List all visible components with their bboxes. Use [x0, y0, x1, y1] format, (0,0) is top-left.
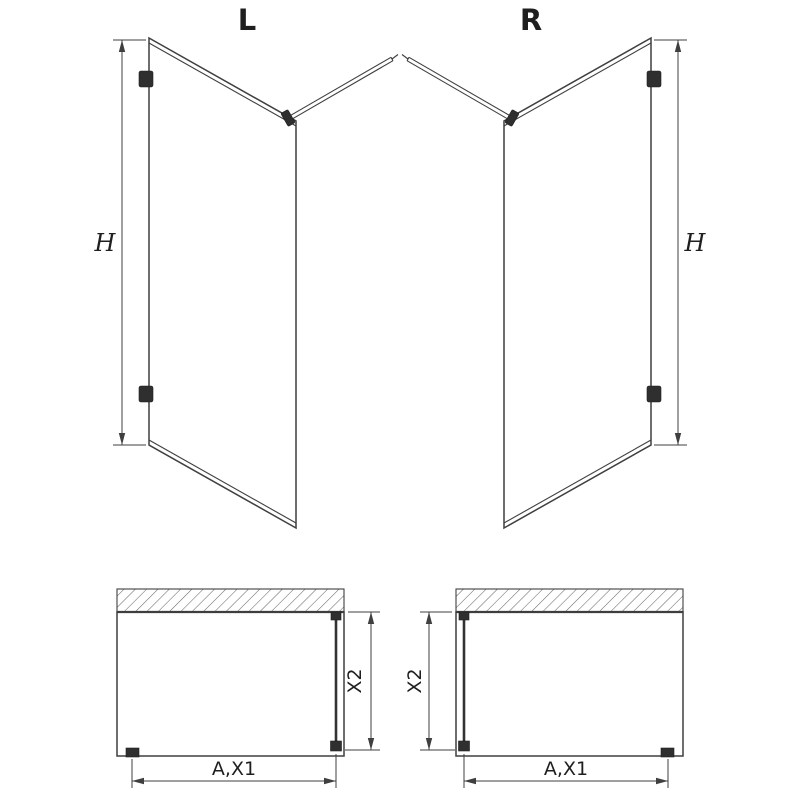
wall-profile-square-left: [330, 611, 342, 621]
wall-bracket-bottom-left: [138, 385, 154, 403]
wall-hatch-left: [116, 588, 345, 614]
wall-profile-square-right: [458, 611, 470, 621]
bar-clamp-right: [505, 109, 519, 127]
support-bar-right: [401, 54, 519, 127]
height-dim-label-right: H: [684, 229, 707, 257]
glass-panel-right: [503, 36, 652, 530]
variant-label-right: R: [520, 3, 542, 37]
wall-bracket-bottom-right: [646, 385, 662, 403]
wall-bracket-top-right: [646, 70, 662, 88]
depth-dimension-right: X2: [404, 611, 455, 751]
bar-clamp-left: [281, 109, 295, 127]
glass-panel-plan-left: [330, 611, 342, 752]
height-dimension-right: H: [654, 39, 707, 446]
depth-dim-label-left: X2: [344, 668, 366, 693]
variant-label-left: L: [238, 3, 256, 37]
depth-dim-label-right: X2: [404, 668, 426, 693]
support-bar-left: [281, 54, 399, 127]
corner-profile-right: [660, 747, 675, 758]
depth-dimension-left: X2: [344, 611, 380, 751]
width-dimension-left: A,X1: [131, 754, 337, 788]
shower-outline-right: [455, 611, 684, 757]
glass-panel-plan-right: [458, 611, 470, 752]
width-dimension-right: A,X1: [463, 754, 669, 788]
plan-view-left: X2 A,X1: [116, 588, 380, 788]
width-dim-label-left: A,X1: [212, 758, 256, 780]
panel-foot-square-left: [330, 740, 342, 752]
wall-hatch-right: [455, 588, 684, 614]
height-dimension-left: H: [94, 39, 146, 446]
shower-outline-left: [116, 611, 345, 757]
corner-profile-left: [125, 747, 140, 758]
wall-bracket-top-left: [138, 70, 154, 88]
perspective-view-left: L H: [94, 3, 399, 530]
panel-foot-square-right: [458, 740, 470, 752]
plan-view-right: X2 A,X1: [404, 588, 684, 788]
width-dim-label-right: A,X1: [544, 758, 588, 780]
perspective-view-right: R H: [401, 3, 707, 530]
height-dim-label-left: H: [94, 229, 117, 257]
glass-panel-left: [148, 36, 297, 530]
